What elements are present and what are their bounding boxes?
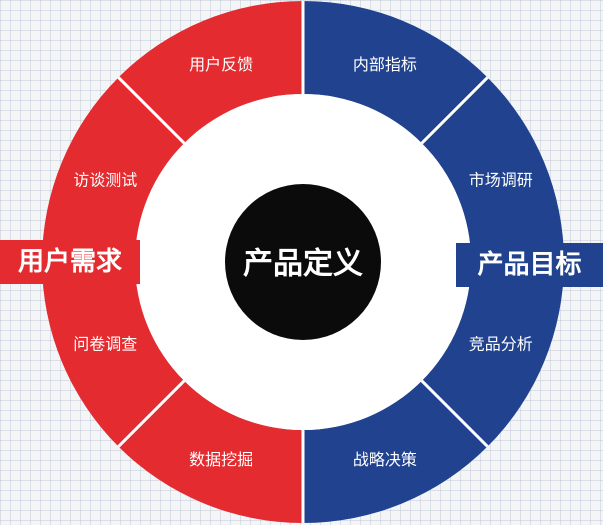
product-goals-segment-label-0: 内部指标	[353, 55, 417, 74]
product-goals-ring-half	[303, 1, 564, 523]
inner-ring-label-0: 文档化	[280, 139, 325, 157]
inner-ring-label-1: 场景描述	[192, 331, 252, 349]
segment-divider	[420, 76, 489, 145]
user-needs-segment-label-3: 数据挖掘	[189, 450, 253, 469]
segment-divider	[117, 76, 186, 145]
segment-divider	[420, 379, 489, 448]
inner-ring-label-2: 用户角色	[354, 331, 414, 349]
user-needs-ring-half	[42, 1, 303, 523]
product-goals-segment-label-3: 战略决策	[353, 450, 417, 469]
segment-dividers	[117, 1, 489, 523]
user-needs-segment-label-0: 用户反馈	[189, 55, 253, 74]
user-needs-tag: 用户需求	[0, 240, 140, 284]
center-circle	[225, 184, 381, 340]
product-goals-tag: 产品目标	[456, 243, 603, 287]
product-goals-segment-label-2: 竞品分析	[469, 334, 533, 353]
user-needs-segment-label-2: 问卷调查	[73, 334, 137, 353]
user-needs-segment-label-1: 访谈测试	[73, 171, 137, 190]
center-title: 产品定义	[243, 247, 363, 282]
segment-divider	[117, 379, 186, 448]
product-goals-segment-label-1: 市场调研	[469, 171, 533, 190]
